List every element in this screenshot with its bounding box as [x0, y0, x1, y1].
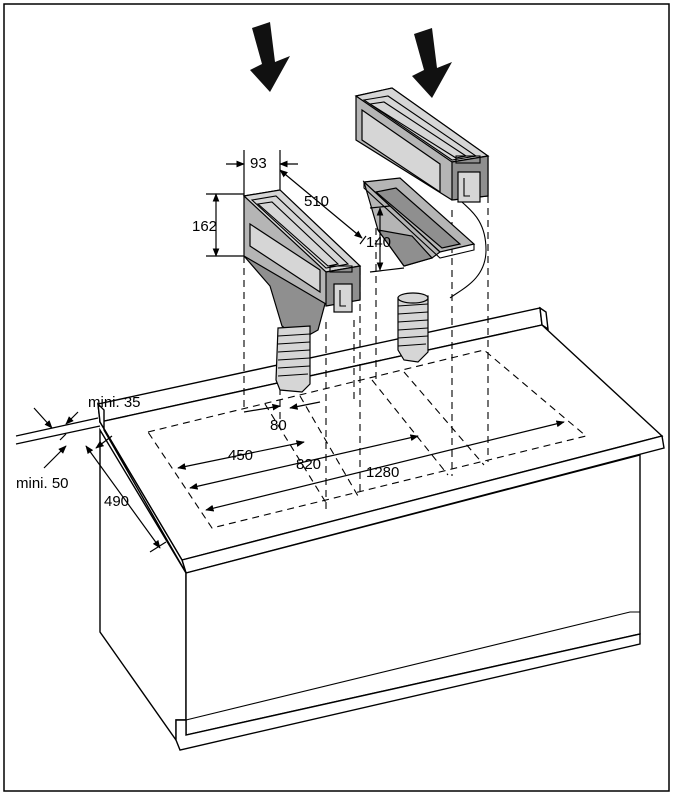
right-downdraft-hood	[354, 87, 490, 299]
dim-450-label: 450	[228, 447, 253, 464]
page-frame	[3, 3, 670, 792]
dim-93-label: 93	[250, 155, 267, 172]
dim-1280-label: 1280	[366, 464, 399, 481]
dim-490-label: 490	[104, 493, 129, 510]
dim-80-label: 80	[270, 417, 287, 434]
dim-140-label: 140	[366, 234, 391, 251]
right-funnel	[362, 177, 476, 267]
dim-820-label: 820	[296, 456, 321, 473]
dim-mini-50-label: mini. 50	[16, 475, 69, 492]
dim-162-label: 162	[192, 218, 217, 235]
right-flex-hose	[397, 292, 429, 363]
down-arrow-right-icon	[412, 28, 452, 98]
dim-510-label: 510	[304, 193, 329, 210]
countertop	[97, 306, 665, 751]
dim-mini-35-label: mini. 35	[88, 394, 141, 411]
down-arrow-left-icon	[250, 22, 290, 92]
left-flex-hose	[275, 325, 311, 393]
